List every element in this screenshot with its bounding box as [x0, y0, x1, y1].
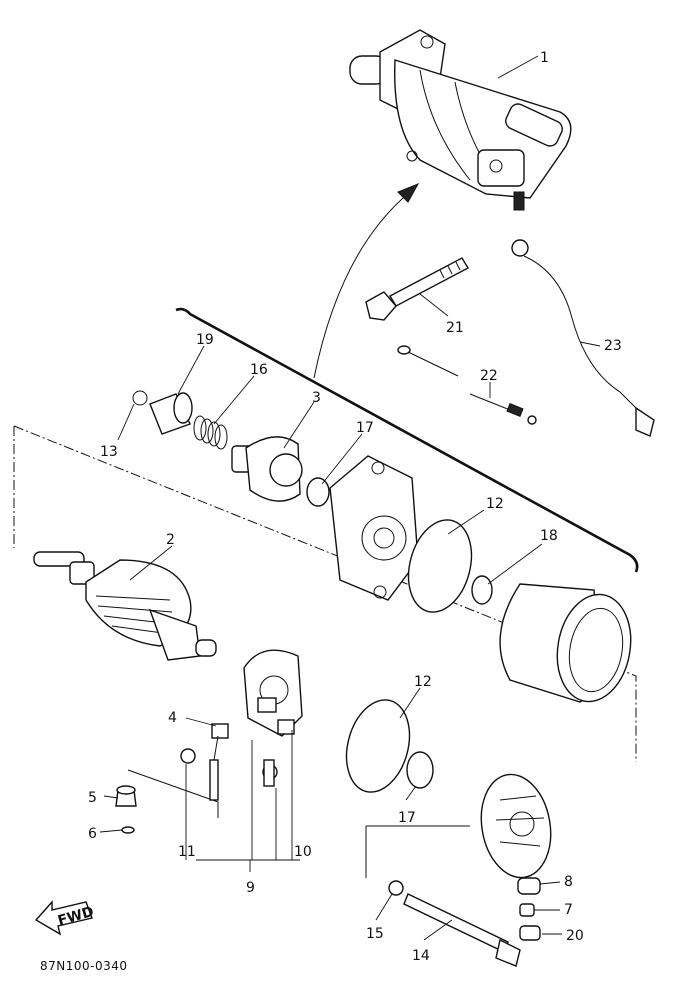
nut: [519, 903, 535, 917]
armature: [33, 551, 217, 661]
callout-7: 7: [564, 902, 573, 918]
callout-2: 2: [166, 532, 175, 548]
callout-20: 20: [566, 928, 584, 944]
callout-18: 18: [540, 528, 558, 544]
callout-15: 15: [366, 926, 384, 942]
callout-6: 6: [88, 826, 97, 842]
compression-spring: [193, 415, 228, 450]
flange-nut: [519, 925, 541, 941]
through-bolt-washer: [388, 880, 404, 896]
brush-holder: [243, 649, 303, 737]
callout-17-upper: 17: [356, 420, 374, 436]
lower-assembly-frame: [13, 425, 637, 762]
callout-8: 8: [564, 874, 573, 890]
callout-4: 4: [168, 710, 177, 726]
starter-clutch: [231, 436, 303, 502]
callout-13: 13: [100, 444, 118, 460]
nut-left: [180, 748, 196, 764]
callout-19: 19: [196, 332, 214, 348]
forward-direction-mark: FWD: [34, 900, 96, 936]
yoke: [499, 583, 632, 703]
brush-set-frame: [127, 769, 219, 818]
assembly-arrow: [313, 191, 411, 379]
assembly-arrow-head: [397, 183, 420, 203]
gasket-upper: [407, 519, 473, 613]
o-ring-upper: [306, 477, 330, 507]
callout-10: 10: [294, 844, 312, 860]
callout-11: 11: [178, 844, 196, 860]
small-washer: [121, 826, 135, 834]
callout-14: 14: [412, 948, 430, 964]
washer: [471, 575, 493, 605]
callout-12-upper: 12: [486, 496, 504, 512]
end-cover-frame: [365, 825, 470, 878]
front-cover: [329, 455, 419, 601]
cap: [115, 785, 137, 807]
callout-16: 16: [250, 362, 268, 378]
o-ring-lower: [406, 751, 434, 789]
callout-5: 5: [88, 790, 97, 806]
drawing-code: 87N100-0340: [40, 959, 128, 973]
callout-9: 9: [246, 880, 255, 896]
leader-lines: [99, 55, 601, 941]
mounting-bolt: [365, 257, 469, 321]
starter-cable: [511, 239, 655, 437]
spacer-collar: [149, 392, 193, 435]
forward-arrow-icon: [34, 900, 93, 936]
starter-motor-assembly: [349, 29, 572, 211]
callout-23: 23: [604, 338, 622, 354]
callout-labels: 1 2 3 4 5 6 7 8 9 10 11 12 12 13 14 15 1…: [88, 50, 622, 964]
terminal-bolt: [263, 759, 275, 787]
callout-21: 21: [446, 320, 464, 336]
through-bolt: [403, 893, 521, 967]
callout-12-lower: 12: [414, 674, 432, 690]
gasket-lower: [345, 699, 411, 793]
brush-lead: [209, 723, 229, 801]
callout-17-lower: 17: [398, 810, 416, 826]
callout-22: 22: [480, 368, 498, 384]
grommet: [517, 877, 541, 895]
circlip: [132, 390, 148, 406]
callout-1: 1: [540, 50, 549, 66]
upper-assembly-bracket: [175, 307, 639, 573]
lead-wire: [397, 345, 537, 425]
rear-cover: [480, 773, 552, 879]
callout-3: 3: [312, 390, 321, 406]
